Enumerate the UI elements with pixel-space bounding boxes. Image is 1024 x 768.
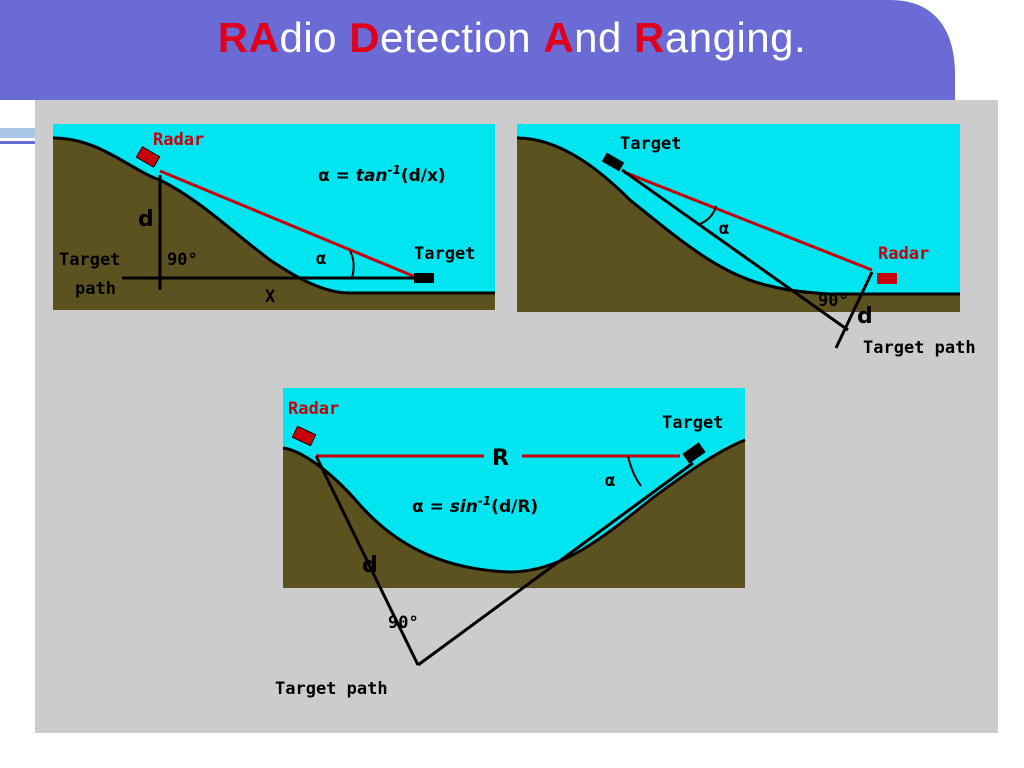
deco-bar-line — [0, 141, 40, 144]
title-part: etection — [380, 14, 544, 61]
diagram1-d-label: d — [138, 207, 154, 232]
diagram3-r-label: R — [492, 446, 509, 471]
diagram3-radar-label: Radar — [288, 399, 339, 419]
diagram1-target-path-2: path — [75, 279, 116, 299]
alpha-arc — [349, 250, 355, 279]
title-part: R — [634, 14, 665, 61]
diagram1-radar-label: Radar — [153, 130, 204, 150]
slide-title: RAdio Detection And Ranging. — [0, 14, 1024, 62]
diagram2-target-path-line — [621, 168, 849, 332]
diagram3-alpha-arc — [627, 455, 642, 487]
target-icon — [414, 273, 434, 283]
diagram1-alpha: α — [316, 249, 326, 269]
diagram3-radar-icon — [291, 425, 317, 447]
diagram3-d-line — [314, 455, 420, 666]
diagram2-target-label: Target — [620, 134, 681, 154]
diagram3-formula: α = sin-1(d/R) — [412, 494, 538, 517]
title-part: A — [543, 14, 575, 61]
diagram3-target-icon — [682, 442, 706, 464]
diagram1-formula: α = tan-1(d/x) — [318, 163, 446, 186]
diagram1-ground-edge — [52, 136, 495, 295]
title-part: dio — [279, 14, 350, 61]
title-part: anging. — [664, 14, 807, 61]
diagram2-line-of-sight — [623, 170, 873, 272]
diagram2-radar-icon — [877, 273, 897, 284]
line-of-sight — [159, 169, 419, 280]
diagram1-ground — [53, 138, 495, 310]
diagram2-d-label: d — [857, 304, 873, 329]
diagram3-target-label: Target — [662, 413, 723, 433]
diagram1-target-path-1: Target — [59, 250, 120, 270]
diagram2-ground — [517, 138, 960, 312]
diagram2-d-line — [834, 271, 874, 349]
diagram3-angle-90: 90° — [388, 613, 419, 633]
diagram-sine: Radar Target R α α = sin-1(d/R) d 90° Ta… — [275, 388, 746, 699]
diagram3-d-label: d — [362, 553, 378, 578]
diagram1-x-label: X — [265, 287, 276, 307]
diagram3-alpha: α — [605, 471, 615, 491]
diagram3-target-path-line — [417, 461, 694, 667]
diagram2-target-icon — [601, 152, 625, 172]
diagram2-target-path: Target path — [863, 338, 976, 358]
diagram1-target-label: Target — [414, 244, 475, 264]
diagram2-alpha: α — [719, 219, 729, 239]
radar-icon — [135, 146, 161, 168]
title-part: nd — [574, 14, 635, 61]
diagram-depression: Target Radar α 90° d Target path — [516, 124, 976, 358]
diagram2-radar-label: Radar — [878, 244, 929, 264]
diagram1-angle-90: 90° — [167, 250, 198, 270]
title-part: D — [349, 14, 381, 61]
title-part: RA — [217, 14, 280, 61]
diagram3-ground — [283, 440, 745, 588]
diagram3-target-path: Target path — [275, 679, 388, 699]
diagram2-alpha-arc — [699, 205, 717, 225]
diagram2-angle-90: 90° — [818, 291, 849, 311]
deco-bar-light — [0, 128, 60, 138]
header-band — [0, 0, 955, 100]
diagram3-ground-edge — [282, 438, 746, 574]
diagram-tangent: Radar Target α = tan-1(d/x) d 90° α X Ta… — [52, 124, 495, 310]
